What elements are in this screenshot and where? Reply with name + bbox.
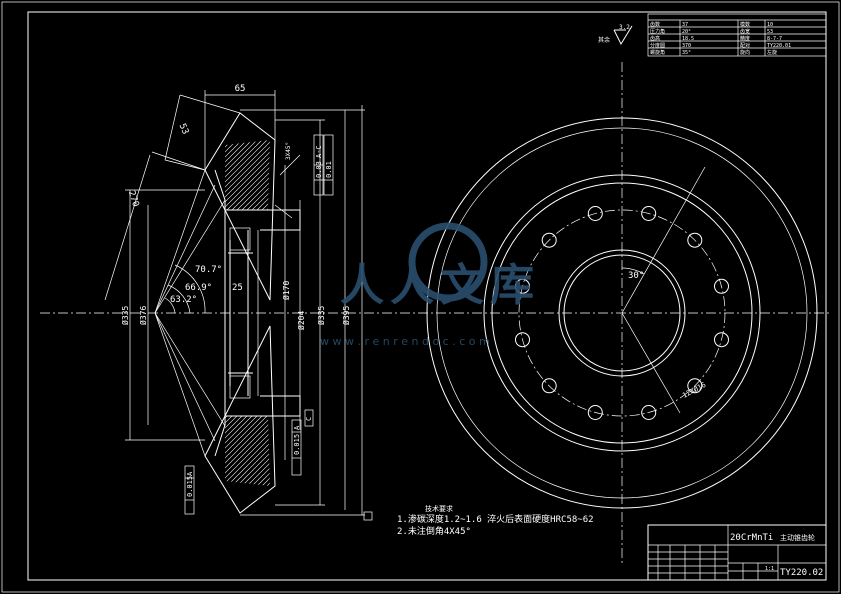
dim-face-width: 53: [177, 122, 190, 136]
notes-title: 技术要求: [425, 504, 453, 513]
bolt-hole: [587, 405, 603, 420]
bolt-hole: [515, 278, 530, 294]
dim-25: 25: [232, 283, 243, 293]
dim-dia-left-1: Ø335: [120, 306, 130, 325]
param-cell: 模数: [740, 21, 750, 28]
outer-circle: [426, 117, 818, 509]
dim-dia-335: Ø335: [316, 306, 326, 325]
param-cell: 10: [767, 22, 773, 28]
param-cell: 精度: [740, 35, 750, 42]
notes-line-2: 2.未注倒角4X45°: [397, 525, 471, 537]
watermark-url: w w w . r e n r e n d o c . c o m: [320, 335, 490, 348]
param-cell: 37: [682, 22, 688, 28]
dim-dia-204: Ø204: [296, 311, 306, 330]
param-cell: TY220.01: [767, 43, 791, 49]
param-cell: 20°: [682, 29, 691, 35]
bolt-hole: [515, 332, 530, 348]
tol-a: 0.015: [293, 434, 301, 455]
drawing-number: TY220.02: [780, 568, 823, 578]
bolt-hole: [541, 232, 557, 248]
param-cell: 压力角: [650, 28, 665, 35]
roughness-value: 3.2: [619, 24, 630, 31]
param-cell: 18.5: [682, 36, 694, 42]
dim-dia-left-2: Ø376: [138, 306, 148, 325]
tol-a-ref: A: [293, 425, 301, 430]
plan-view: [426, 117, 818, 509]
param-cell: 左旋: [767, 49, 777, 56]
watermark: 人人文库 w w w . r e n r e n d o c . c o m: [320, 222, 540, 348]
bolt-hole: [641, 405, 657, 420]
dim-dia-170: Ø170: [281, 281, 291, 300]
param-cell: 齿高: [650, 35, 660, 42]
bolt-hole: [714, 278, 729, 294]
bolt-hole: [641, 206, 657, 221]
param-cell: 齿数: [650, 21, 660, 28]
scale: 1:1: [765, 566, 774, 572]
watermark-text: 人人文库: [340, 260, 540, 311]
dim-holes: 12XØ16: [681, 381, 707, 400]
bolt-hole: [541, 378, 557, 394]
dim-chamfer: 3X45°: [285, 142, 292, 160]
param-cell: 53: [767, 29, 773, 35]
tol-runout: 0.03: [315, 161, 323, 178]
param-cell: 齿宽: [740, 28, 750, 35]
dim-width-top: 65: [235, 84, 246, 94]
part-name: 主动锥齿轮: [780, 533, 815, 542]
section-view: [104, 90, 373, 521]
bolt-hole: [714, 332, 729, 348]
dim-angle-30: 30°: [628, 271, 644, 281]
title-block: [647, 524, 827, 581]
drawing-frame: [27, 11, 827, 581]
bolt-hole: [687, 378, 703, 394]
notes-line-1: 1.渗碳深度1.2~1.6 淬火后表面硬度HRC58~62: [397, 513, 594, 525]
param-cell: 螺旋角: [650, 49, 665, 56]
bolt-hole: [687, 232, 703, 248]
parameter-table: 齿数 37 模数 10 压力角 20° 齿宽 53 齿高 18.5 精度 8-7-7 分度圆 370 配对 T…: [647, 13, 827, 57]
svg-text:其余: 其余: [598, 36, 610, 44]
param-cell: 配对: [740, 42, 750, 49]
tol-bottom: 0.015: [186, 476, 194, 497]
param-cell: 分度圆: [650, 42, 665, 49]
param-cell: 8-7-7: [767, 36, 782, 42]
material-label: 20CrMnTi: [730, 533, 773, 543]
param-cell: 35°: [682, 50, 691, 56]
dim-angle-1: 70.7°: [195, 265, 222, 275]
tol-flat: 0.01: [325, 161, 333, 178]
param-cell: 旋向: [740, 49, 750, 56]
dim-angle-2: 66.9°: [185, 283, 212, 293]
bolt-hole: [587, 206, 603, 221]
datum-c: C: [305, 417, 313, 421]
tol-runout-ref: A-C: [315, 145, 323, 158]
dim-cone-270: 270: [126, 190, 141, 209]
tol-bottom-ref: A: [186, 471, 194, 476]
roughness-symbol: 其余 3.2: [598, 24, 633, 46]
param-cell: 370: [682, 43, 691, 49]
dim-angle-3: 63.2°: [170, 295, 197, 305]
dim-dia-395: Ø395: [341, 306, 351, 325]
